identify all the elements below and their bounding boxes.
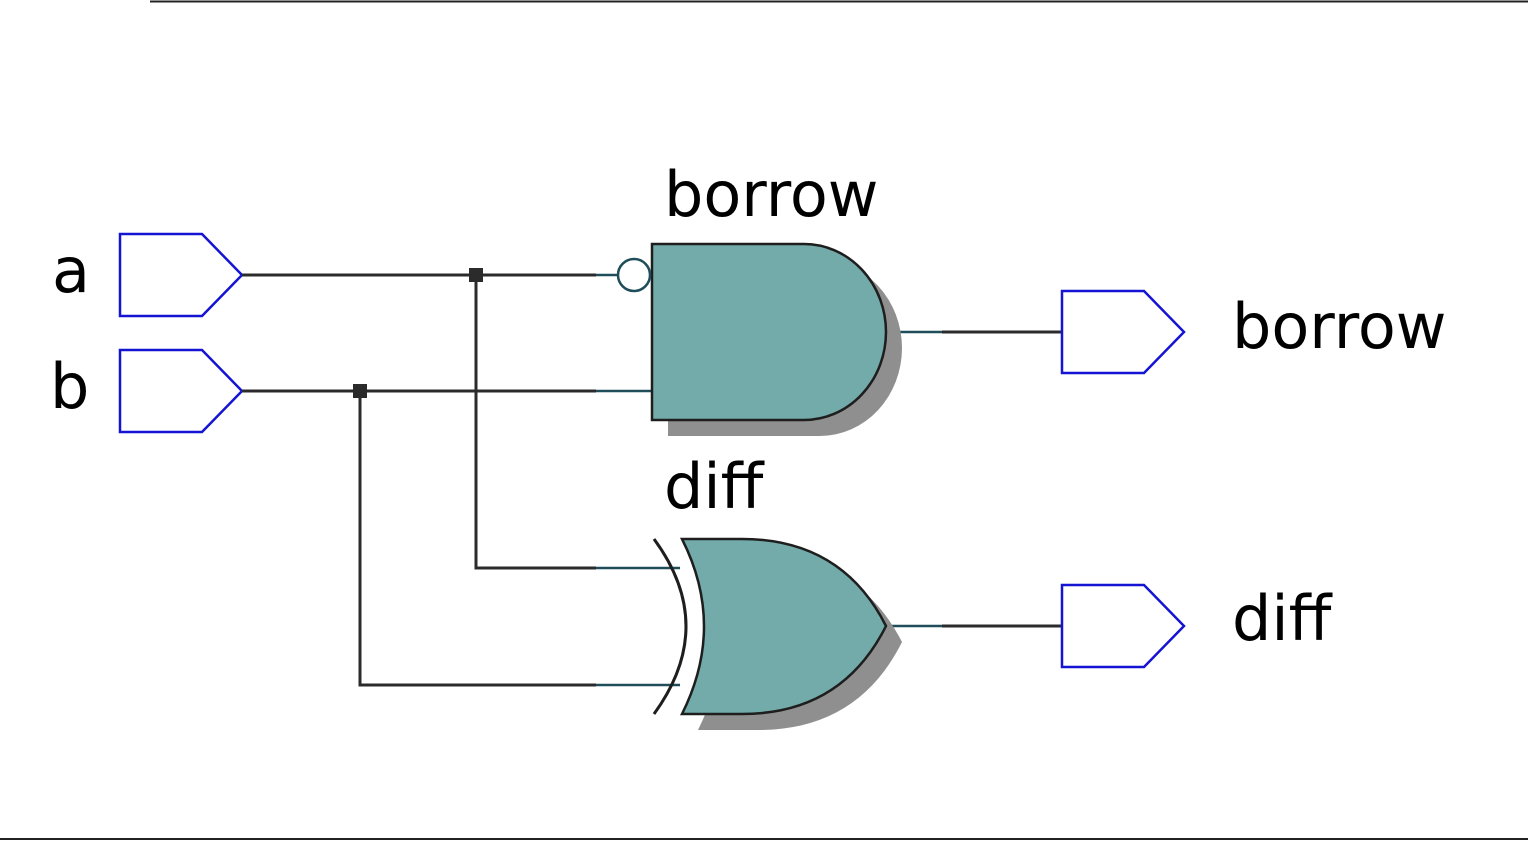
gate-instance-label: diff — [664, 450, 765, 523]
inversion-bubble — [616, 257, 652, 293]
input-port-label: b — [50, 350, 89, 423]
input-port-shape[interactable] — [118, 232, 244, 318]
gate-instance-label: borrow — [664, 158, 878, 231]
input-port-b[interactable]: b — [50, 348, 244, 434]
output-port-label: borrow — [1232, 290, 1446, 363]
input-port-label: a — [52, 234, 90, 307]
output-port-diff[interactable]: diff — [1060, 582, 1333, 669]
xor-gate-diff[interactable]: diff — [652, 450, 902, 730]
wire-a-branch-to-xor[interactable] — [474, 275, 596, 570]
output-port-shape[interactable] — [1060, 289, 1186, 375]
xor-input-arc — [652, 538, 688, 715]
output-port-shape[interactable] — [1060, 583, 1186, 669]
wire-b-branch-to-xor[interactable] — [358, 391, 596, 687]
xor-gate-body[interactable] — [679, 537, 888, 716]
output-port-borrow[interactable]: borrow — [1060, 289, 1446, 375]
and-gate-body[interactable] — [650, 242, 888, 422]
junction-dot-a — [469, 268, 483, 282]
wires — [242, 268, 1062, 687]
junction-dot-b — [353, 384, 367, 398]
and-gate-borrow[interactable]: borrow — [616, 158, 902, 436]
output-port-label: diff — [1232, 582, 1333, 655]
input-port-shape[interactable] — [118, 348, 244, 434]
input-port-a[interactable]: a — [52, 232, 244, 318]
